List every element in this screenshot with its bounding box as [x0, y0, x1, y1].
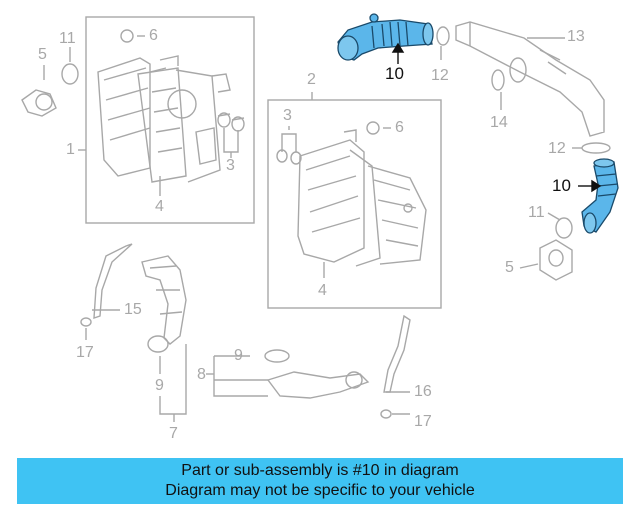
callout-3-box2: 3: [283, 107, 292, 124]
callout-7: 7: [169, 425, 178, 442]
box-air-cleaner-2: [267, 99, 442, 309]
part-12-ring-right: [581, 142, 611, 154]
part-8-duct: [266, 371, 370, 399]
info-banner: Part or sub-assembly is #10 in diagram D…: [17, 458, 623, 504]
box-air-cleaner-1: [85, 16, 255, 224]
callout-4-box2: 4: [318, 282, 327, 299]
air-cleaner-housing-1: [97, 55, 231, 183]
callout-4-box1: 4: [155, 198, 164, 215]
part-9-filter-left: [147, 335, 169, 353]
callout-17-right: 17: [414, 413, 432, 430]
part-6-ring-2: [366, 121, 380, 135]
air-cleaner-housing-2: [297, 129, 427, 267]
part-11-clamp-right: [555, 217, 573, 239]
part-11-clamp-left: [61, 63, 79, 85]
callout-14: 14: [490, 114, 508, 131]
part-9-filter-mid: [264, 349, 290, 363]
part-10-hose-right-highlight: [581, 158, 619, 234]
part-5-sensor-left: [21, 89, 57, 117]
banner-line-2: Diagram may not be specific to your vehi…: [165, 482, 475, 499]
callout-12-right: 12: [548, 140, 566, 157]
callout-10-top: 10: [385, 64, 404, 83]
callout-11-left: 11: [59, 30, 76, 47]
part-3-clamps-1: [217, 112, 245, 132]
callout-10-right: 10: [552, 176, 571, 195]
part-10-arrows: [391, 42, 602, 193]
part-7-duct: [141, 255, 187, 345]
callout-5-right: 5: [505, 259, 514, 276]
part-5-sensor-right: [539, 239, 573, 281]
callout-8: 8: [197, 366, 206, 383]
part-15-hose: [80, 243, 133, 327]
callout-17-left: 17: [76, 344, 94, 361]
callout-6-box1: 6: [149, 27, 158, 44]
part-16-hose: [380, 314, 411, 419]
callout-6-box2: 6: [395, 119, 404, 136]
callout-13: 13: [567, 28, 585, 45]
leader-lines: [43, 35, 582, 422]
callout-16: 16: [414, 383, 432, 400]
part-10-hose-top-highlight: [337, 13, 434, 61]
callout-12-top: 12: [431, 67, 449, 84]
callout-9-mid: 9: [234, 347, 243, 364]
callout-3-box1: 3: [226, 157, 235, 174]
callout-9-left: 9: [155, 377, 164, 394]
callout-15: 15: [124, 301, 142, 318]
callout-5-left: 5: [38, 46, 47, 63]
part-13-intake-duct: [455, 21, 605, 137]
part-14-clamp: [491, 69, 505, 91]
callout-11-right: 11: [528, 204, 545, 221]
banner-line-1: Part or sub-assembly is #10 in diagram: [181, 462, 459, 479]
callout-1: 1: [66, 141, 75, 158]
callout-2: 2: [307, 71, 316, 88]
part-6-ring-1: [120, 29, 134, 43]
part-3-clamps-2: [276, 149, 302, 165]
part-12-ring-top: [436, 26, 450, 46]
